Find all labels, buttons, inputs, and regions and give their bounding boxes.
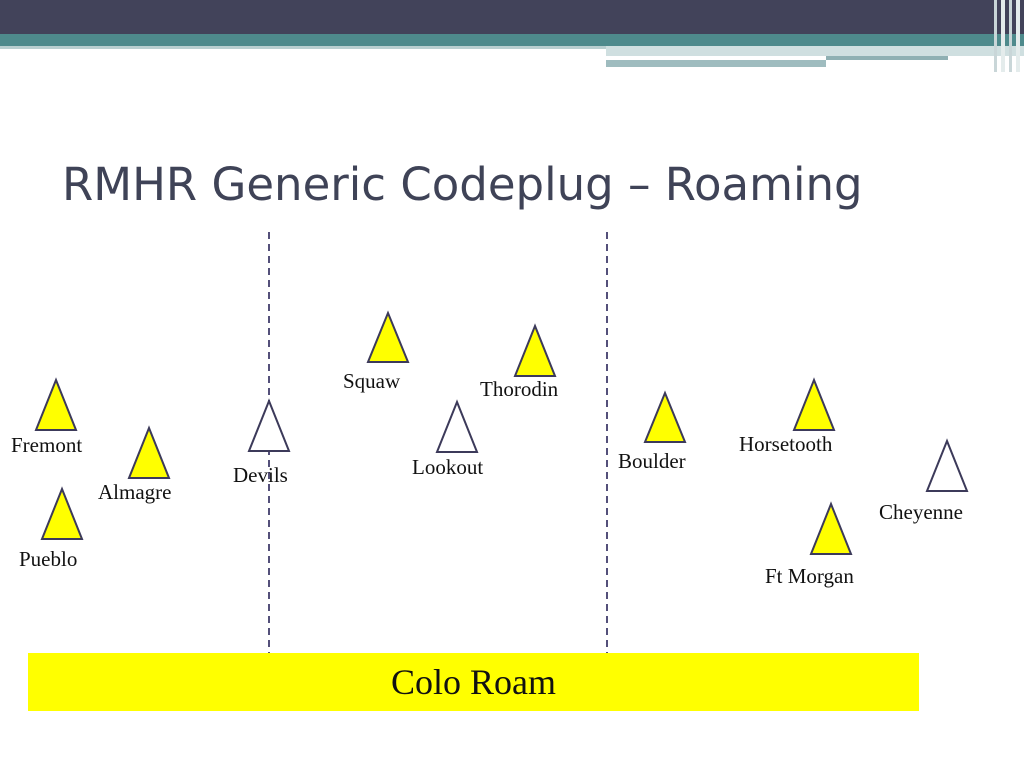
header-accent-bar-2 — [606, 60, 826, 67]
site-label-cheyenne: Cheyenne — [879, 500, 963, 524]
roam-zone-bar: Colo Roam — [28, 653, 919, 711]
site-marker-pueblo — [40, 486, 84, 540]
site-label-lookout: Lookout — [412, 455, 484, 479]
site-label-boulder: Boulder — [618, 449, 686, 473]
header-stripe-2 — [1001, 0, 1005, 72]
header-bars — [0, 0, 1024, 72]
site-label-almagre: Almagre — [98, 480, 172, 504]
site-marker-almagre — [127, 425, 171, 479]
site-label-devils: Devils — [233, 463, 288, 487]
site-marker-fremont — [34, 377, 78, 431]
site-label-squaw: Squaw — [343, 369, 401, 393]
site-marker-squaw — [366, 310, 410, 363]
header-accent-bar-3 — [826, 56, 948, 60]
site-marker-boulder — [643, 390, 687, 443]
site-label-horsetooth: Horsetooth — [739, 432, 833, 456]
header-dark-band — [0, 0, 1024, 34]
header-stripe-3 — [1009, 0, 1012, 72]
header-stripe-4 — [1016, 0, 1020, 72]
site-label-pueblo: Pueblo — [19, 547, 78, 571]
site-marker-lookout — [435, 399, 479, 453]
site-label-thorodin: Thorodin — [480, 377, 559, 401]
site-marker-devils — [247, 398, 291, 452]
header-light-band — [0, 46, 606, 49]
site-markers — [34, 310, 969, 555]
site-label-fremont: Fremont — [11, 433, 83, 457]
site-marker-cheyenne — [925, 438, 969, 492]
site-marker-thorodin — [513, 323, 557, 377]
site-marker-ft-morgan — [809, 501, 853, 555]
header-teal-band — [0, 34, 1024, 46]
site-label-ft-morgan: Ft Morgan — [765, 564, 854, 588]
slide-title: RMHR Generic Codeplug – Roaming — [62, 158, 863, 211]
header-accent-bar-1 — [606, 46, 1024, 56]
header-stripe-1 — [994, 0, 997, 72]
site-marker-horsetooth — [792, 377, 836, 431]
roam-zone-label: Colo Roam — [390, 662, 556, 702]
